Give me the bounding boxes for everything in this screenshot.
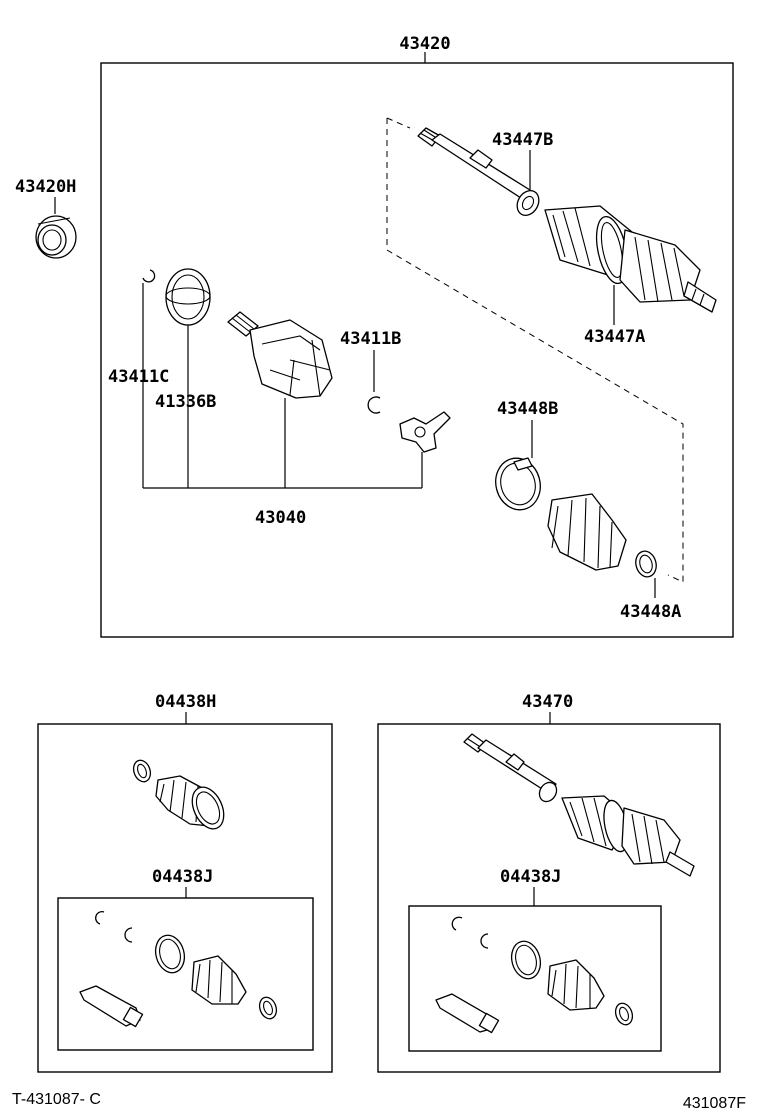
label-43448B[interactable]: 43448B (497, 399, 558, 419)
label-43447B[interactable]: 43447B (492, 130, 553, 150)
label-43411B[interactable]: 43411B (340, 329, 401, 349)
inboard-clamp-icon[interactable] (165, 268, 211, 326)
label-43448A[interactable]: 43448A (620, 602, 681, 622)
snap-ring-icon[interactable] (142, 269, 156, 283)
drive-shaft-outer-icon[interactable] (417, 127, 717, 313)
label-04438H[interactable]: 04438H (155, 692, 216, 712)
label-43420[interactable]: 43420 (399, 34, 450, 54)
bearing-icon[interactable] (35, 215, 77, 259)
label-43411C[interactable]: 43411C (108, 367, 169, 387)
label-41336B[interactable]: 41336B (155, 392, 216, 412)
label-04438J-right[interactable]: 04438J (500, 867, 561, 887)
boot-kit-parts-right-icon[interactable] (435, 916, 635, 1034)
boot-kit-assembled-left-icon[interactable] (131, 758, 230, 834)
label-43447A[interactable]: 43447A (584, 327, 645, 347)
drive-shaft-assembly-right-icon[interactable] (463, 733, 695, 877)
diagram-code-right: 431087F (683, 1095, 746, 1112)
label-43420H[interactable]: 43420H (15, 177, 76, 197)
shaft-assembly-frame-right (377, 723, 721, 1073)
outboard-assembly-outline (386, 118, 684, 583)
tripod-joint-housing-icon[interactable] (227, 311, 333, 399)
boot-kit-inner-frame-left (57, 897, 314, 1051)
boot-kit-parts-left-icon[interactable] (79, 911, 279, 1028)
boot-clamp-small-icon[interactable] (633, 549, 659, 579)
boot-clamp-large-icon[interactable] (490, 453, 546, 515)
label-04438J-left[interactable]: 04438J (152, 867, 213, 887)
label-43040[interactable]: 43040 (255, 508, 306, 528)
boot-kit-inner-frame-right (408, 905, 662, 1052)
snap-ring-small-icon[interactable] (367, 396, 381, 414)
boot-kit-frame-left (37, 723, 333, 1073)
diagram-code-left: T-431087- C (12, 1091, 101, 1108)
main-assembly-frame (100, 62, 734, 638)
outboard-boot-icon[interactable] (547, 493, 627, 571)
tripod-spider-icon[interactable] (399, 411, 451, 453)
label-43470[interactable]: 43470 (522, 692, 573, 712)
